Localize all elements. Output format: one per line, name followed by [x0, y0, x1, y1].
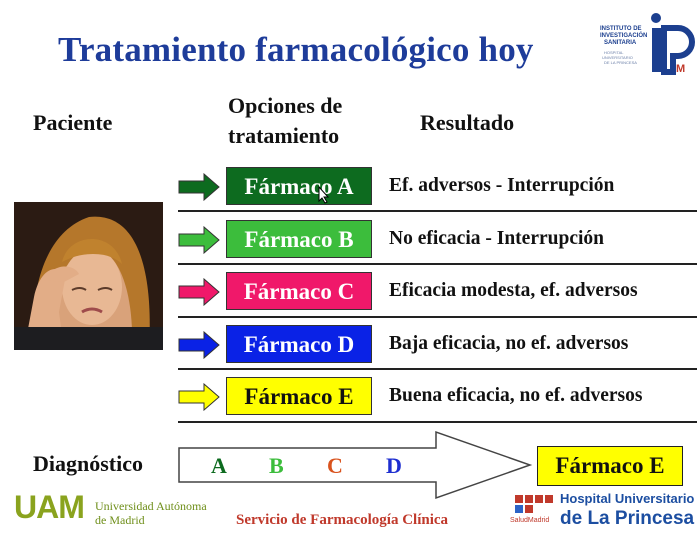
institute-logo: INSTITUTO DE INVESTIGACIÓN SANITARIA HOS…: [598, 10, 697, 78]
svg-text:INVESTIGACIÓN: INVESTIGACIÓN: [600, 31, 647, 39]
diagnostico-arrow: [178, 430, 533, 500]
uam-name-line2: de Madrid: [95, 513, 145, 527]
drug-box: Fármaco A: [226, 167, 372, 205]
result-text: Buena eficacia, no ef. adversos: [389, 385, 643, 406]
row-arrow-icon: [178, 382, 220, 412]
result-text: Ef. adversos - Interrupción: [389, 175, 615, 196]
hospital-name-line1: Hospital Universitario: [560, 491, 695, 506]
salud-madrid-label: SaludMadrid: [510, 517, 550, 524]
header-paciente: Paciente: [33, 110, 113, 135]
diagnostico-label: Diagnóstico: [33, 451, 143, 476]
result-text: Baja eficacia, no ef. adversos: [389, 333, 629, 354]
row-divider: [178, 210, 697, 212]
drug-box: Fármaco B: [226, 220, 372, 258]
header-resultado: Resultado: [420, 110, 515, 135]
hospital-logo-mark: [513, 493, 557, 522]
row-arrow-icon: [178, 330, 220, 360]
diagnostico-letter: A: [211, 453, 227, 478]
row-divider: [178, 263, 697, 265]
svg-text:HOSPITAL: HOSPITAL: [604, 50, 624, 55]
row-arrow-icon: [178, 172, 220, 202]
uam-logo: UAM: [14, 489, 85, 526]
row-arrow-icon: [178, 225, 220, 255]
row-arrow-icon: [178, 277, 220, 307]
row-divider: [178, 316, 697, 318]
svg-text:DE LA PRINCESA: DE LA PRINCESA: [604, 60, 637, 65]
diagnostico-letter: D: [386, 453, 402, 478]
header-opciones: Opciones de tratamiento: [228, 91, 342, 151]
header-opciones-line1: Opciones de: [228, 93, 343, 118]
drug-box: Fármaco E: [226, 377, 372, 415]
diagnostico-result: Fármaco E: [537, 446, 683, 486]
svg-text:INSTITUTO DE: INSTITUTO DE: [600, 26, 642, 32]
uam-name: Universidad Autónoma de Madrid: [95, 499, 207, 527]
patient-photo: [14, 202, 163, 350]
row-divider: [178, 421, 697, 423]
drug-box: Fármaco C: [226, 272, 372, 310]
hospital-name-line2: de La Princesa: [560, 508, 695, 529]
svg-text:SANITARIA: SANITARIA: [604, 40, 637, 46]
slide-title: Tratamiento farmacológico hoy: [58, 30, 534, 69]
diagnostico-letter: C: [327, 453, 343, 478]
result-text: Eficacia modesta, ef. adversos: [389, 280, 638, 301]
svg-text:M: M: [676, 63, 685, 75]
diagnostico-letter: B: [269, 453, 284, 478]
row-divider: [178, 368, 697, 370]
servicio-label: Servicio de Farmacología Clínica: [236, 512, 449, 528]
header-opciones-line2: tratamiento: [228, 123, 340, 148]
result-text: No eficacia - Interrupción: [389, 228, 604, 249]
svg-text:UNIVERSITARIO: UNIVERSITARIO: [602, 55, 633, 60]
uam-name-line1: Universidad Autónoma: [95, 499, 207, 513]
mouse-cursor: [318, 185, 330, 209]
uam-logo-text: UAM: [14, 489, 85, 525]
drug-box: Fármaco D: [226, 325, 372, 363]
